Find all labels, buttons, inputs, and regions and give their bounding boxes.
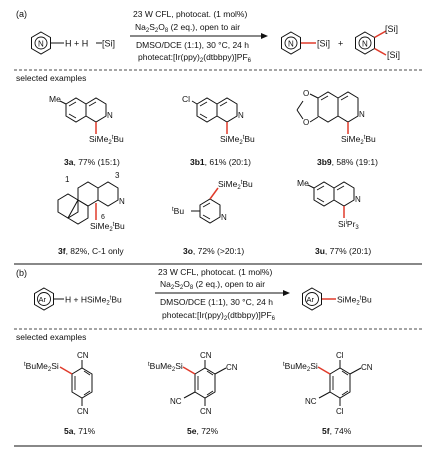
product-pyridine-disilyl: N xyxy=(355,31,375,55)
product1-si: [Si] xyxy=(317,39,330,49)
svg-text:SiiPr3: SiiPr3 xyxy=(338,219,359,231)
cond-a-line1: 23 W CFL, photocat. (1 mol%) xyxy=(133,9,247,19)
svg-text:N: N xyxy=(221,213,227,222)
svg-text:Ar: Ar xyxy=(39,295,47,304)
svg-text:CN: CN xyxy=(77,407,89,416)
svg-text:1: 1 xyxy=(65,175,70,184)
cond-a-line2: Na2S2O8 (2 eq.), open to air xyxy=(135,22,240,34)
compound-3b1: Cl N SiMe2tBu xyxy=(182,94,255,146)
compound-5f: Cl Cl CN NC tBuMe2Si xyxy=(283,351,373,416)
reactant-arene: Ar xyxy=(34,287,54,311)
svg-text:Cl: Cl xyxy=(182,94,190,104)
compound-3f-label: 3f, 82%, C-1 only xyxy=(58,246,124,256)
reactant-h-plus-h: H + H xyxy=(65,39,88,49)
svg-text:N: N xyxy=(238,111,244,120)
svg-text:SiMe2tBu: SiMe2tBu xyxy=(89,134,124,146)
compound-3u-label: 3u, 77% (20:1) xyxy=(315,246,371,256)
svg-text:N: N xyxy=(107,111,113,120)
cond-a-line3: DMSO/DCE (1:1), 30 °C, 24 h xyxy=(136,40,249,50)
product2-si-top: [Si] xyxy=(385,24,398,34)
svg-text:O: O xyxy=(303,118,309,127)
cond-b-line3: DMSO/DCE (1:1), 30 °C, 24 h xyxy=(160,297,273,307)
cond-b-line1: 23 W CFL, photocat. (1 mol%) xyxy=(158,267,272,277)
svg-text:NC: NC xyxy=(170,397,182,406)
cond-a-line4: photecat:[Ir(ppy)2(dtbbpy)]PF6 xyxy=(138,52,252,64)
product2-si-bottom: [Si] xyxy=(387,50,400,60)
svg-text:NC: NC xyxy=(305,397,317,406)
svg-text:CN: CN xyxy=(226,363,238,372)
svg-text:SiMe2tBu: SiMe2tBu xyxy=(220,134,255,146)
compound-3a-label: 3a, 77% (15:1) xyxy=(64,157,120,167)
svg-text:CN: CN xyxy=(200,351,212,360)
compound-3b9-label: 3b9, 58% (19:1) xyxy=(317,157,378,167)
svg-text:Cl: Cl xyxy=(336,407,344,416)
svg-text:Me: Me xyxy=(297,178,309,188)
product-arene-si: Ar xyxy=(302,287,322,311)
compound-3b9: O O N SiMe2tBu xyxy=(296,89,376,146)
panel-b-label: (b) xyxy=(16,268,27,278)
svg-text:N: N xyxy=(119,197,125,206)
compound-3b1-label: 3b1, 61% (20:1) xyxy=(190,157,251,167)
svg-text:tBuMe2Si: tBuMe2Si xyxy=(24,361,59,373)
reaction-arrowhead-b xyxy=(283,290,290,296)
svg-text:N: N xyxy=(359,110,365,119)
compound-3f: 1 3 N 6 SiMe2tBu xyxy=(57,171,125,233)
svg-text:N: N xyxy=(38,40,44,49)
panel-a-label: (a) xyxy=(16,9,27,19)
product2-bond-top xyxy=(374,30,387,39)
svg-text:SiMe2tBu: SiMe2tBu xyxy=(90,221,125,233)
svg-text:Ar: Ar xyxy=(307,295,315,304)
svg-text:N: N xyxy=(355,195,361,204)
svg-text:6: 6 xyxy=(101,214,105,221)
reactant-b-h-plus: H + HSiMe2tBu xyxy=(65,295,122,307)
product-b-si: SiMe2tBu xyxy=(337,295,372,307)
compound-5e-label: 5e, 72% xyxy=(187,426,219,436)
svg-text:CN: CN xyxy=(77,351,89,360)
svg-text:CN: CN xyxy=(361,363,373,372)
svg-text:tBu: tBu xyxy=(172,206,184,216)
svg-text:N: N xyxy=(288,40,294,49)
plus-sign: + xyxy=(338,39,343,49)
reactant-pyridine: N xyxy=(31,31,51,55)
selected-examples-a: selected examples xyxy=(16,73,86,83)
reactant-si: [Si] xyxy=(102,39,115,49)
selected-examples-b: selected examples xyxy=(16,332,86,342)
product-pyridine-si: N xyxy=(281,31,301,55)
svg-text:tBuMe2Si: tBuMe2Si xyxy=(283,361,318,373)
compound-5a-label: 5a, 71% xyxy=(64,426,96,436)
svg-text:Me: Me xyxy=(49,94,61,104)
svg-text:Cl: Cl xyxy=(336,351,344,360)
product2-bond-bottom xyxy=(374,47,387,56)
compound-5f-label: 5f, 74% xyxy=(322,426,352,436)
cond-b-line2: Na2S2O8 (2 eq.), open to air xyxy=(160,279,265,291)
compound-3o: N SiMe2tBu tBu xyxy=(172,179,253,224)
compound-3a: Me N SiMe2tBu xyxy=(49,94,124,146)
svg-text:tBuMe2Si: tBuMe2Si xyxy=(148,361,183,373)
svg-text:CN: CN xyxy=(200,407,212,416)
svg-text:N: N xyxy=(362,40,368,49)
reaction-arrowhead-a xyxy=(261,33,268,39)
compound-5a: CN CN tBuMe2Si xyxy=(24,351,93,416)
svg-text:SiMe2tBu: SiMe2tBu xyxy=(341,134,376,146)
svg-text:SiMe2tBu: SiMe2tBu xyxy=(218,179,253,191)
compound-3u: Me N SiiPr3 xyxy=(297,178,361,231)
compound-5e: CN CN CN NC tBuMe2Si xyxy=(148,351,238,416)
svg-text:3: 3 xyxy=(115,171,120,180)
svg-text:O: O xyxy=(303,89,309,98)
compound-3o-label: 3o, 72% (>20:1) xyxy=(183,246,244,256)
cond-b-line4: photecat:[Ir(ppy)2(dtbbpy)]PF6 xyxy=(162,310,276,322)
